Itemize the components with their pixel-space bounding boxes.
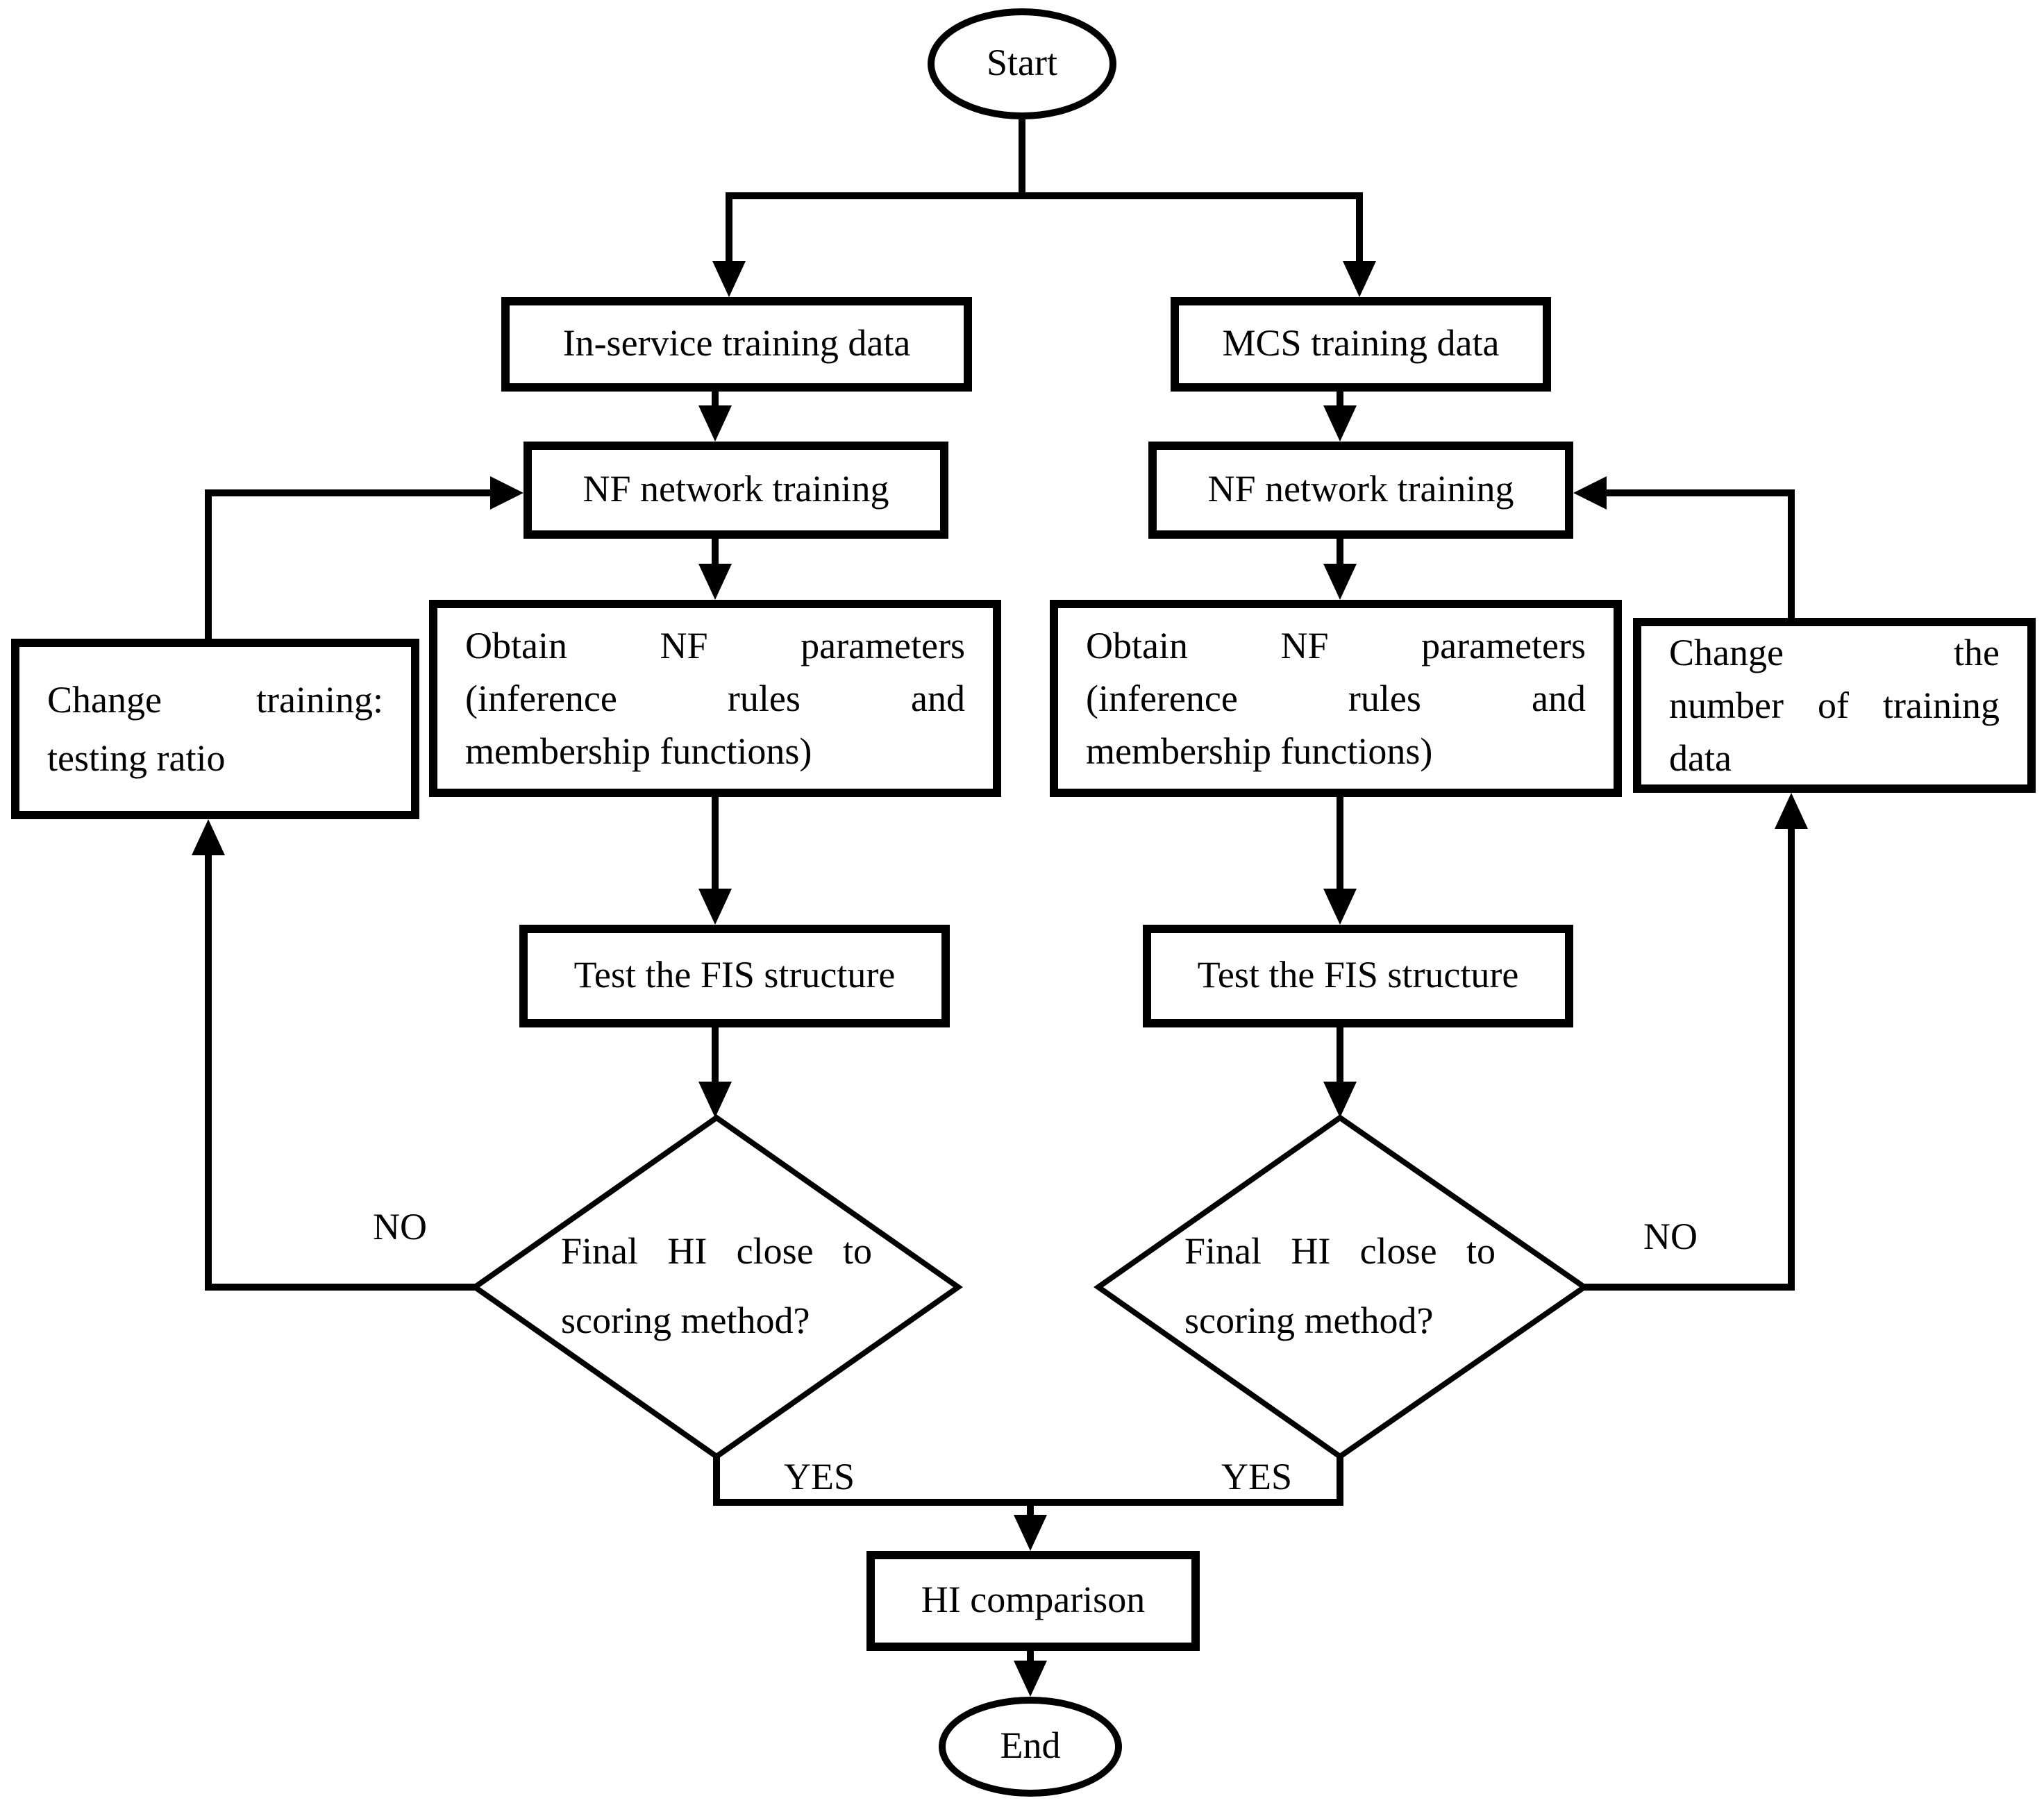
- start-terminator: Start: [928, 8, 1116, 119]
- arrowhead-into-change-ratio: [192, 819, 225, 855]
- arrowhead-into-nf-left: [698, 405, 732, 442]
- arrowhead-into-obtain-left: [698, 564, 732, 600]
- obtain-nf-parameters-left-label: Obtain NF parameters (inference rules an…: [465, 625, 965, 772]
- arrowhead-into-decision-left: [698, 1082, 732, 1118]
- nf-network-training-left-label: NF network training: [583, 468, 889, 510]
- arrowhead-into-nf-left-side: [490, 476, 523, 510]
- nf-network-training-left-box: NF network training: [523, 442, 948, 539]
- nf-network-training-right-box: NF network training: [1148, 442, 1573, 539]
- change-training-testing-ratio-box: Change training: testing ratio: [11, 639, 419, 819]
- change-number-of-training-data-label: Change the number of training data: [1669, 632, 2000, 779]
- test-fis-structure-right-box: Test the FIS structure: [1143, 925, 1573, 1027]
- in-service-training-data-label: In-service training data: [562, 322, 911, 364]
- arrowhead-into-change-number: [1775, 793, 1808, 829]
- test-fis-structure-left-label: Test the FIS structure: [573, 954, 896, 996]
- decision-right-label: Final HI close to scoring method?: [1184, 1230, 1496, 1341]
- test-fis-structure-right-label: Test the FIS structure: [1197, 954, 1519, 996]
- arrowhead-into-test-left: [698, 889, 732, 925]
- yes-label-left: YES: [783, 1456, 855, 1497]
- end-label: End: [1000, 1724, 1061, 1767]
- edge-change-ratio-to-nf: [205, 489, 494, 639]
- yes-label-right: YES: [1221, 1456, 1293, 1497]
- arrowhead-into-decision-right: [1323, 1082, 1357, 1118]
- decision-left-diamond: [470, 1114, 963, 1460]
- edge-no-left: [205, 853, 475, 1291]
- decision-left-label: Final HI close to scoring method?: [561, 1230, 872, 1341]
- edge-no-right: [1584, 826, 1795, 1291]
- hi-comparison-box: HI comparison: [866, 1551, 1200, 1651]
- mcs-training-data-label: MCS training data: [1222, 322, 1500, 364]
- obtain-nf-parameters-left-box: Obtain NF parameters (inference rules an…: [429, 600, 1001, 797]
- arrowhead-into-nf-right-side: [1573, 476, 1607, 510]
- arrowhead-into-nf-right: [1323, 405, 1357, 442]
- arrowhead-into-mcs: [1343, 261, 1376, 297]
- arrowhead-into-obtain-right: [1323, 564, 1357, 600]
- no-label-left: NO: [373, 1206, 427, 1248]
- arrowhead-into-in-service: [712, 261, 746, 297]
- arrowhead-into-test-right: [1323, 889, 1357, 925]
- end-terminator: End: [939, 1697, 1122, 1797]
- change-training-testing-ratio-label: Change training: testing ratio: [47, 679, 383, 779]
- obtain-nf-parameters-right-label: Obtain NF parameters (inference rules an…: [1086, 625, 1586, 772]
- test-fis-structure-left-box: Test the FIS structure: [519, 925, 950, 1027]
- nf-network-training-right-label: NF network training: [1207, 468, 1514, 510]
- edge-change-number-to-nf: [1602, 489, 1795, 618]
- mcs-training-data-box: MCS training data: [1171, 297, 1551, 392]
- hi-comparison-label: HI comparison: [921, 1579, 1146, 1621]
- change-number-of-training-data-box: Change the number of training data: [1633, 618, 2036, 793]
- decision-right-diamond: [1094, 1114, 1590, 1460]
- no-label-right: NO: [1643, 1216, 1698, 1257]
- start-label: Start: [987, 42, 1057, 84]
- obtain-nf-parameters-right-box: Obtain NF parameters (inference rules an…: [1050, 600, 1622, 797]
- in-service-training-data-box: In-service training data: [501, 297, 972, 392]
- arrowhead-into-hi-comparison: [1014, 1515, 1047, 1551]
- arrowhead-into-end: [1014, 1661, 1047, 1697]
